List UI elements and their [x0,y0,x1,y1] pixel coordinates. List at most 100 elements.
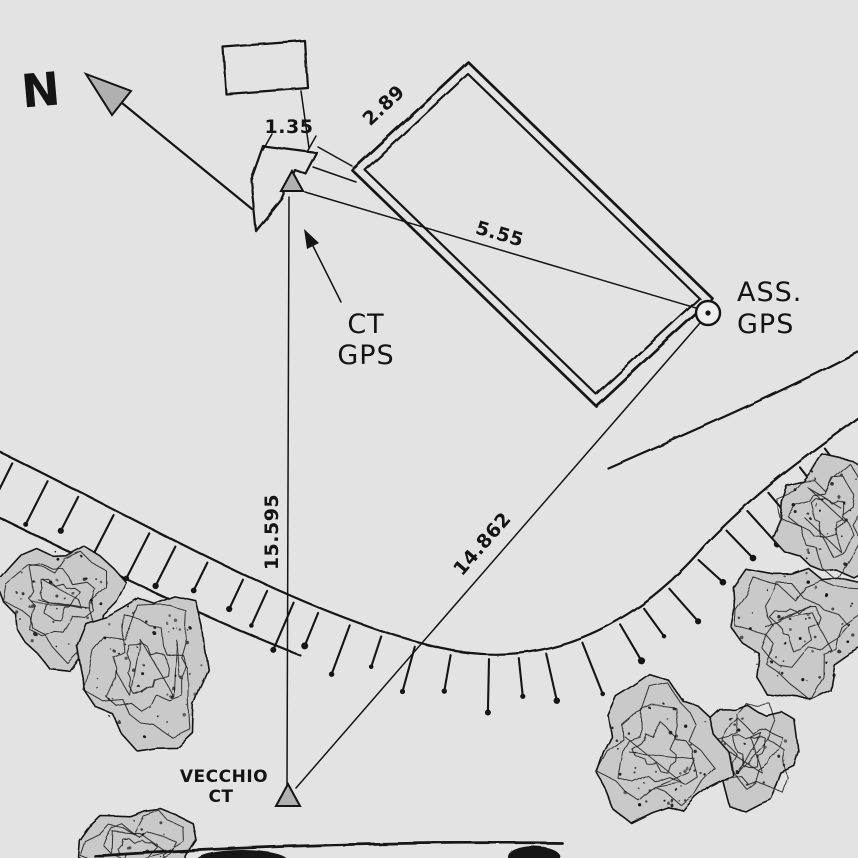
stipple-dot [142,734,146,738]
stipple-dot [844,518,848,522]
stipple-dot [662,702,665,705]
hachure-tick [250,589,269,627]
stipple-dot [776,614,781,618]
building-outline-inner [363,72,701,396]
stipple-dot [194,693,198,697]
ct-gps-label-line1: CT [347,309,384,340]
stipple-dot [187,705,189,707]
stipple-dot [662,799,666,802]
stipple-dot [798,637,802,640]
stipple-dot [788,627,792,631]
hachure-tick-dot [328,671,335,677]
stipple-dot [649,707,652,710]
stipple-dot [840,474,844,477]
stipple-dot [789,617,792,621]
stipple-dot [166,731,169,734]
vecchio-ct-label-line1: VECCHIO [180,767,268,787]
stipple-dot [817,675,821,679]
stipple-dot [32,605,36,609]
stipple-dot [837,495,842,500]
stipple-dot [751,629,754,632]
boulder-scribble [630,721,677,774]
hachure-tick [697,558,724,584]
stipple-dot [817,498,820,500]
stipple-dot [200,664,203,667]
stipple-dot [850,605,853,608]
stipple-dot [633,771,636,774]
boulder-scribble [786,476,856,558]
stipple-dot [642,781,645,784]
stipple-dot [610,726,614,729]
hachure-tick [125,532,151,580]
hachure-tick-dot [399,688,406,695]
stipple-dot [777,755,781,759]
stipple-dot [152,630,156,635]
hachure-tick [330,624,351,676]
stipple-dot [780,671,784,675]
stipple-dot [160,822,164,826]
hachure-tick-dot [190,587,197,594]
stipple-dot [133,613,136,616]
hachure-tick [24,480,49,526]
stipple-dot [624,791,628,796]
stipple-dot [854,478,858,481]
stipple-dot [750,746,753,749]
terrain-layer [0,350,858,858]
stipple-dot [159,855,162,858]
stipple-dot [811,650,815,654]
stipple-dot [660,778,663,781]
ass-gps-center-dot [705,310,711,316]
stipple-dot [140,828,143,831]
stipple-dot [103,636,106,639]
hachure-tick-dot [270,646,277,653]
stipple-dot [614,738,618,741]
vecchio-ct-triangle-marker [274,781,302,807]
stipple-dot [794,488,797,492]
stipple-dot [816,622,819,624]
stipple-dot [754,661,757,664]
stipple-dot [634,751,637,754]
hachure-tick-dot [301,642,309,650]
stipple-dot [90,602,93,605]
stipple-dot [190,628,194,632]
stipple-dot [109,648,112,650]
stipple-dot [153,626,157,629]
stipple-dot [674,734,678,738]
stipple-dot [690,769,692,771]
stipple-dot [769,659,773,663]
hachure-tick [92,514,115,555]
stipple-dot [752,613,755,615]
stipple-dot [670,803,674,808]
stipple-dot [637,787,640,790]
stipple-dot [638,803,642,807]
stipple-dot [616,747,619,750]
stipple-dot [679,772,682,775]
escarpment-curve-outer-left [0,516,302,657]
stipple-dot [168,694,171,697]
north-arrow-icon [83,72,133,117]
stipple-dot [670,799,674,803]
stipple-dot [668,730,673,735]
hachure-tick [581,641,604,695]
dim-line-14-862 [295,322,701,789]
stipple-dot [843,502,846,505]
stipple-dot [814,478,817,481]
stipple-dot [49,581,53,585]
hachure-tick-dot [520,693,526,699]
stipple-dot [814,585,818,589]
stipple-dot [805,612,810,616]
hachure-tick [0,462,14,491]
legend-box-connector-line [300,90,310,149]
bottom-dark-patch-right [508,846,560,858]
stipple-dot [173,673,176,676]
stipple-dot [626,731,630,734]
stipple-dot [740,636,745,641]
stipple-dot [89,598,93,602]
stipple-dot [805,579,810,584]
stipple-dot [172,627,175,630]
stipple-dot [815,503,818,505]
hachure-tick-dot [123,575,130,581]
stipple-dot [123,642,126,645]
stipple-dot [165,622,169,626]
stipple-dot [831,483,836,488]
